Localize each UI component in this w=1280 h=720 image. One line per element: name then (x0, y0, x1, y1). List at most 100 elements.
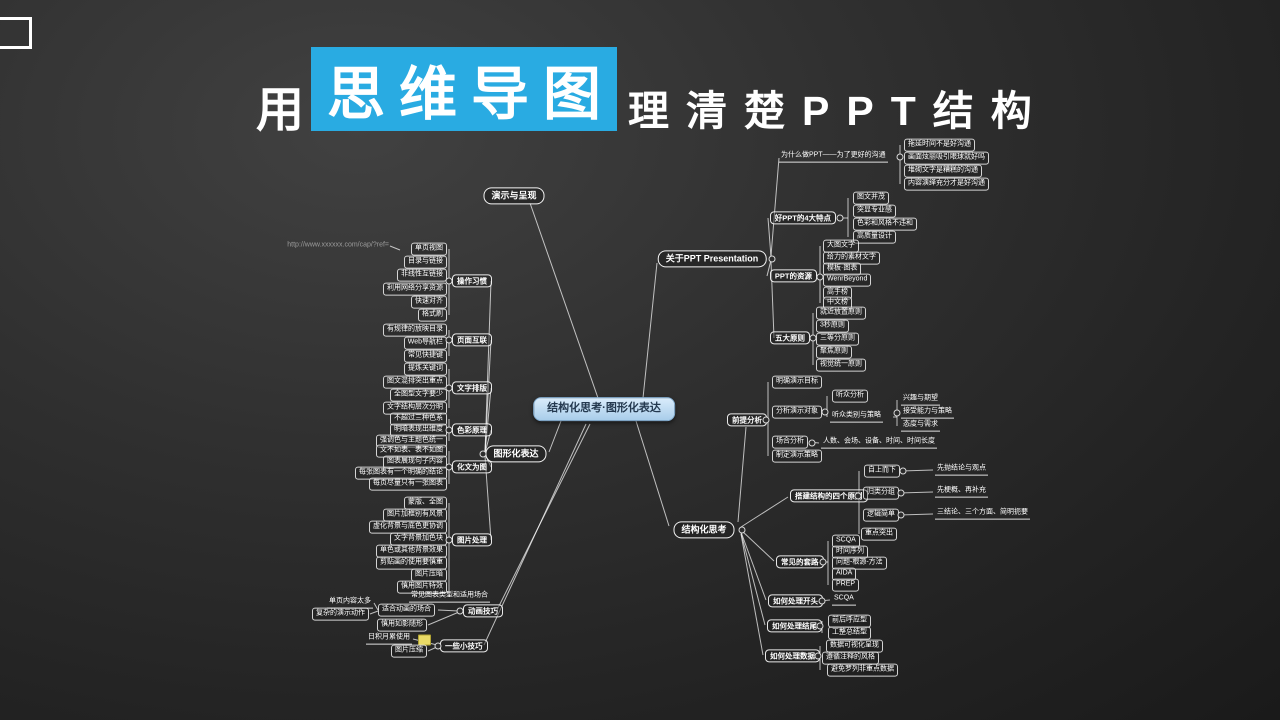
junction-dot (445, 536, 453, 544)
junction-dot (816, 273, 824, 281)
center-topic: 结构化思考·图形化表达 (533, 397, 675, 421)
item-nonlinear-links: 非线性互链接 (397, 268, 447, 282)
item-web-navbar: Web导航栏 (403, 336, 447, 350)
item-text-structure: 文字结构层次分明 (383, 401, 447, 415)
item-slide-toc: 有规律的放映目录 (383, 323, 447, 337)
item-animation-occasions: 适合动画的场合 (378, 603, 435, 617)
note-url: http://www.xxxxxx.com/cap/?ref= (287, 241, 389, 249)
item-ability-strategy: 接受能力与策略 (901, 408, 954, 419)
item-fullimage-less-text: 全图型文字要少 (390, 388, 447, 402)
junction-dot (818, 597, 826, 605)
junction-dot (762, 416, 770, 424)
item-complex-actions: 复杂的演示动作 (312, 607, 369, 621)
title-prefix: 用 (256, 84, 305, 137)
item-audience-analysis: 听众分析 (832, 389, 868, 403)
item-scene-analysis: 场合分析 (772, 435, 808, 449)
item-scqa-1: SCQA (832, 534, 860, 548)
item-focus: 聚焦原则 (816, 345, 852, 359)
item-theme-color: 强调色与主题色统一 (376, 434, 447, 448)
item-one-chart-per-page: 每页尽量只有一张图表 (369, 477, 447, 491)
item-keywords: 提炼关键词 (404, 362, 447, 376)
slide-title: 用 思维导图 理清楚PPT结构 (0, 0, 1280, 150)
group-operation-habits: 操作习惯 (452, 274, 492, 288)
item-annotation-style: 遵循注释的风格 (822, 651, 879, 665)
group-small-tips: 一些小技巧 (440, 639, 488, 653)
item-scene-details: 人数、会场、设备、时间、时间长度 (821, 438, 937, 449)
junction-dot (809, 334, 817, 342)
item-thirds: 三等分原则 (816, 332, 859, 346)
item-professional: 突显专业感 (853, 204, 896, 218)
label-ppt-resources: PPT的资源 (769, 269, 817, 283)
junction-dot (808, 439, 816, 447)
junction-dot (445, 463, 453, 471)
item-top-down: 自上而下 (864, 464, 900, 478)
item-darken-image: 图片压暗 (411, 568, 447, 582)
junction-dot (814, 652, 822, 660)
item-problem-root: 问题-根源-方法 (832, 556, 887, 570)
item-light-dark: 明暗表现出维度 (390, 423, 447, 437)
junction-dot (816, 622, 824, 630)
item-mask-fullimage: 蒙版、全图 (404, 496, 447, 510)
junction-dot (897, 489, 905, 497)
group-text-to-graph: 化文为图 (452, 460, 492, 474)
label-data-handling: 如何处理数据 (765, 649, 820, 663)
item-attitude-needs: 态度与需求 (901, 421, 940, 432)
item-toc-links: 目录与链接 (404, 255, 447, 269)
item-chart-sentence: 图表展现句子内容 (383, 455, 447, 469)
item-wenrbeyond: WenrBeyond (823, 273, 872, 287)
corner-mark (0, 17, 32, 49)
item-chart-types: 常见图表类型和适用场合 (409, 592, 490, 603)
group-text-layout: 文字排版 (452, 381, 492, 395)
branch-graphic-expression: 图形化表达 (485, 445, 547, 463)
label-ending: 如何处理结尾 (767, 619, 822, 633)
item-outline-then-detail: 先梗概、再补充 (935, 487, 988, 498)
junction-dot (896, 153, 904, 161)
item-expert-list: 高手榜 (823, 286, 852, 300)
item-mono-background: 单色或其他背景效果 (376, 544, 447, 558)
item-3sec: 3秒原则 (816, 319, 849, 333)
junction-dot (899, 467, 907, 475)
item-visual-unity: 视觉统一原则 (816, 358, 866, 372)
item-master-view: 单页视图 (411, 242, 447, 256)
item-blur-background: 虚化背景与底色更协调 (369, 520, 447, 534)
item-chart-over-text: 文不如表、表不如图 (376, 444, 447, 458)
item-shortcuts: 常见快捷键 (404, 349, 447, 363)
item-simple-logic: 逻辑简单 (863, 508, 899, 522)
item-text-color-block: 文字背景加色块 (390, 532, 447, 546)
item-grouping: 归类分组 (863, 486, 899, 500)
branch-structured-thinking: 结构化思考 (673, 521, 735, 539)
item-scqa-2: SCQA (832, 595, 856, 606)
item-good-material: 给力的素材文字 (823, 251, 880, 265)
item-prep: PREP (832, 578, 860, 592)
junction-dot (821, 408, 829, 416)
group-image-processing: 图片处理 (452, 533, 492, 547)
group-page-links: 页面互联 (452, 333, 492, 347)
group-animation-tips: 动画技巧 (463, 604, 503, 618)
item-analyze-audience: 分析演示对象 (772, 405, 822, 419)
item-mix-layout: 图文混排突出重点 (383, 375, 447, 389)
item-quick-align: 快速对齐 (411, 295, 447, 309)
junction-dot (768, 255, 776, 263)
item-clipart-careful: 剪贴画的使用要慎重 (376, 556, 447, 570)
label-opening: 如何处理开头 (768, 594, 823, 608)
junction-dot (738, 526, 746, 534)
junction-dot (479, 450, 487, 458)
label-why-ppt: 为什么做PPT——为了更好的沟通 (779, 152, 888, 163)
junction-dot (854, 492, 862, 500)
item-big-image-text: 大图文字 (823, 239, 859, 253)
junction-dot (897, 511, 905, 519)
junction-dot (893, 409, 901, 417)
junction-dot (445, 426, 453, 434)
item-image-text: 图文并茂 (853, 191, 889, 205)
item-three-points: 三结论、三个方面、简明扼要 (935, 509, 1030, 520)
label-common-patterns: 常见的套路 (776, 555, 824, 569)
item-image-effects: 慎用图片特效 (397, 580, 447, 594)
junction-dot (456, 607, 464, 615)
item-clear-goal: 明确演示目标 (772, 375, 822, 389)
item-chart-conclusion: 每张图表有一个明确的结论 (355, 466, 447, 480)
item-text-pile-bad: 堆砌文字是糟糕的沟通 (904, 164, 982, 178)
item-aida: AIDA (832, 567, 857, 581)
item-interest-expectation: 兴趣与期望 (901, 395, 940, 406)
